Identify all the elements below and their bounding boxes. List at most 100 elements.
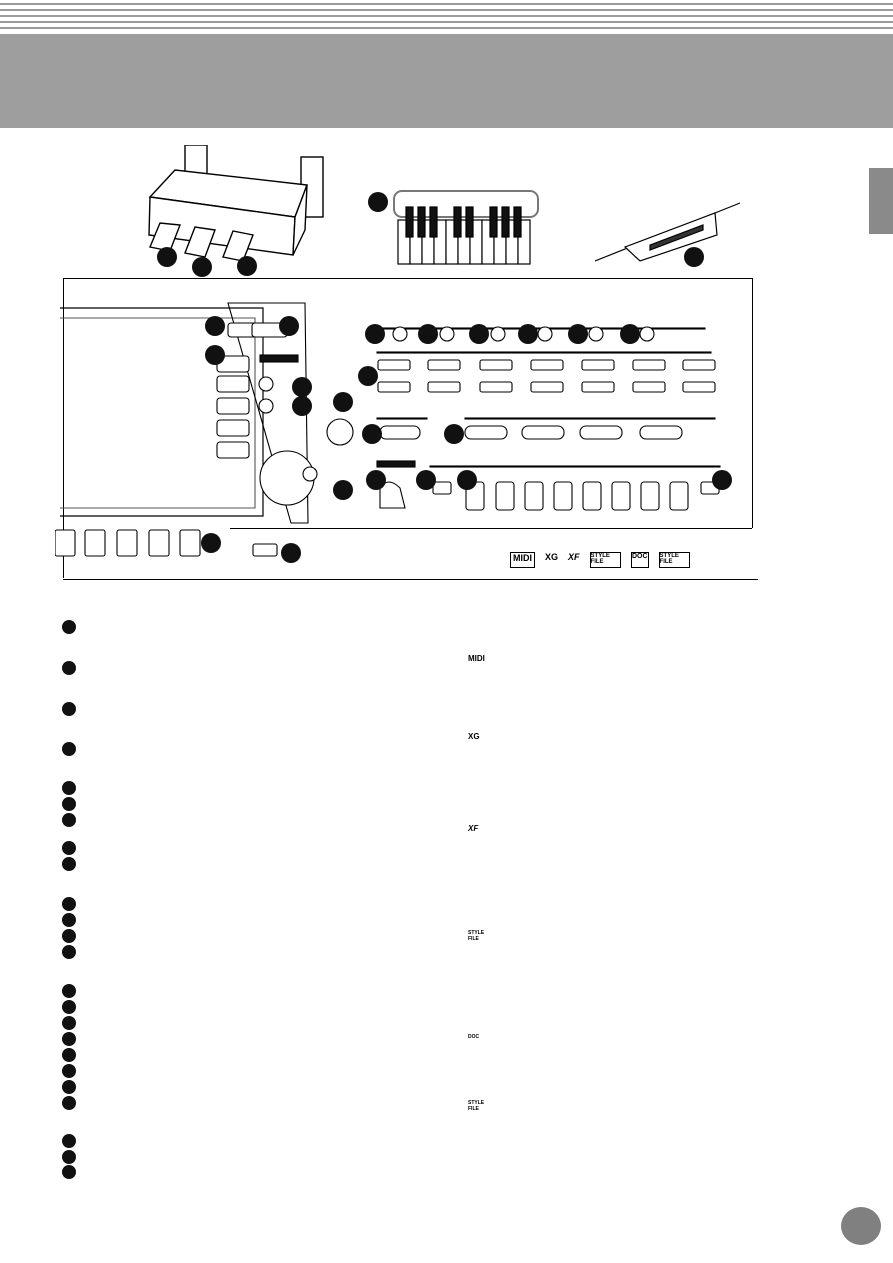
panel-right-line xyxy=(752,278,753,528)
list-number-marker xyxy=(62,1048,76,1062)
format-logos-row: MIDI XG XF STYLE FILE DOC STYLE FILE xyxy=(510,552,690,568)
list-number-marker xyxy=(62,1150,76,1164)
keyboard-illustration xyxy=(393,190,539,265)
callout-marker xyxy=(620,324,640,344)
pedal-unit-side xyxy=(292,184,308,256)
mic-button[interactable] xyxy=(379,425,421,440)
callout-marker xyxy=(368,192,388,212)
style-file-legend-logo-2: STYLE FILE xyxy=(468,1100,485,1112)
panel-knob[interactable] xyxy=(258,376,274,392)
mic-section-line xyxy=(376,417,428,420)
panel-knob[interactable] xyxy=(258,398,274,414)
page-number-badge xyxy=(841,1207,881,1245)
callout-marker xyxy=(333,392,353,412)
panel-body-outline xyxy=(227,302,309,524)
midi-legend-logo: MIDI xyxy=(468,654,485,663)
xf-legend-logo: XF xyxy=(468,824,479,833)
lcd-screen xyxy=(60,317,256,509)
panel-button[interactable] xyxy=(216,419,250,437)
list-number-marker xyxy=(62,620,76,634)
numbered-list-markers xyxy=(62,620,76,1179)
logo-legend-column: MIDI XG XF STYLE FILE DOC STYLE FILE xyxy=(468,650,488,1120)
style-file-logo-2: STYLE FILE xyxy=(658,552,690,568)
pedal-unit-illustration xyxy=(148,145,324,262)
list-number-marker xyxy=(62,797,76,811)
panel-top-line xyxy=(63,278,753,279)
style-file-logo: STYLE FILE xyxy=(589,552,621,568)
part-knob[interactable] xyxy=(588,326,604,342)
list-number-marker xyxy=(62,945,76,959)
doc-logo: DOC xyxy=(630,552,649,568)
callout-marker xyxy=(416,470,436,490)
floppy-drive-illustration xyxy=(595,202,741,262)
callout-marker xyxy=(292,396,312,416)
callout-marker xyxy=(418,324,438,344)
list-number-marker xyxy=(62,1134,76,1148)
list-number-marker xyxy=(62,1165,76,1179)
part-knob[interactable] xyxy=(439,326,455,342)
one-touch-buttons xyxy=(465,481,720,511)
xg-logo: XG xyxy=(545,552,559,562)
list-number-marker xyxy=(62,841,76,855)
black-keys xyxy=(405,206,522,238)
callout-marker xyxy=(201,533,221,553)
list-number-marker xyxy=(62,897,76,911)
callout-marker xyxy=(366,470,386,490)
panel-left-line xyxy=(63,278,64,578)
callout-marker xyxy=(237,256,257,276)
data-dial-knob[interactable] xyxy=(302,466,318,482)
registration-button[interactable] xyxy=(521,425,565,440)
list-number-marker xyxy=(62,813,76,827)
header-stripe xyxy=(0,3,893,5)
part-knob[interactable] xyxy=(490,326,506,342)
list-number-marker xyxy=(62,984,76,998)
part-knob[interactable] xyxy=(639,326,655,342)
callout-marker xyxy=(684,247,704,267)
list-number-marker xyxy=(62,1064,76,1078)
list-number-marker xyxy=(62,857,76,871)
panel-divider-line xyxy=(230,528,752,529)
list-number-marker xyxy=(62,1080,76,1094)
panel-bottom-line xyxy=(63,579,758,580)
chapter-side-tab xyxy=(869,168,893,234)
list-number-marker xyxy=(62,1032,76,1046)
voice-section-line xyxy=(376,351,712,354)
disk-slot xyxy=(649,224,704,251)
list-number-marker xyxy=(62,929,76,943)
dial-button[interactable] xyxy=(326,418,354,446)
list-number-marker xyxy=(62,1000,76,1014)
one-touch-button[interactable] xyxy=(432,481,452,495)
registration-button[interactable] xyxy=(579,425,623,440)
panel-button[interactable] xyxy=(216,397,250,415)
callout-marker xyxy=(333,480,353,500)
callout-marker xyxy=(362,424,382,444)
registration-button[interactable] xyxy=(464,425,508,440)
list-number-marker xyxy=(62,702,76,716)
piano-label-bar xyxy=(376,460,416,468)
callout-marker xyxy=(205,345,225,365)
header-band xyxy=(0,34,893,128)
list-number-marker xyxy=(62,742,76,756)
list-number-marker xyxy=(62,781,76,795)
panel-button[interactable] xyxy=(216,441,250,459)
callout-marker xyxy=(279,316,299,336)
registration-button[interactable] xyxy=(639,425,683,440)
header-stripes xyxy=(0,0,893,34)
midi-logo: MIDI xyxy=(510,552,535,568)
voice-buttons-row2 xyxy=(377,381,716,393)
callout-marker xyxy=(457,470,477,490)
header-stripe xyxy=(0,27,893,29)
part-knob[interactable] xyxy=(537,326,553,342)
callout-marker xyxy=(518,324,538,344)
one-touch-section-line xyxy=(429,465,721,468)
part-knob[interactable] xyxy=(392,326,408,342)
list-number-marker xyxy=(62,1016,76,1030)
callout-marker xyxy=(358,366,378,386)
doc-legend-logo: DOC xyxy=(468,1034,480,1040)
header-stripe xyxy=(0,9,893,11)
callout-marker xyxy=(192,257,212,277)
callout-marker xyxy=(712,470,732,490)
callout-marker xyxy=(281,543,301,563)
panel-button[interactable] xyxy=(216,375,250,393)
list-number-marker xyxy=(62,661,76,675)
